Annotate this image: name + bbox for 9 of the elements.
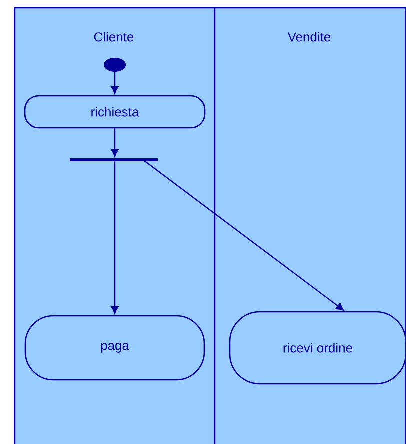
node-label: ricevi ordine [284, 343, 352, 353]
arrow [142, 160, 344, 311]
arrow [111, 162, 119, 314]
activity-box: richiesta [24, 95, 206, 129]
activity-box: ricevi ordine [229, 311, 406, 385]
start-node [104, 58, 126, 72]
activity-box: paga [24, 315, 206, 381]
arrow [111, 128, 119, 157]
arrow [111, 72, 119, 94]
